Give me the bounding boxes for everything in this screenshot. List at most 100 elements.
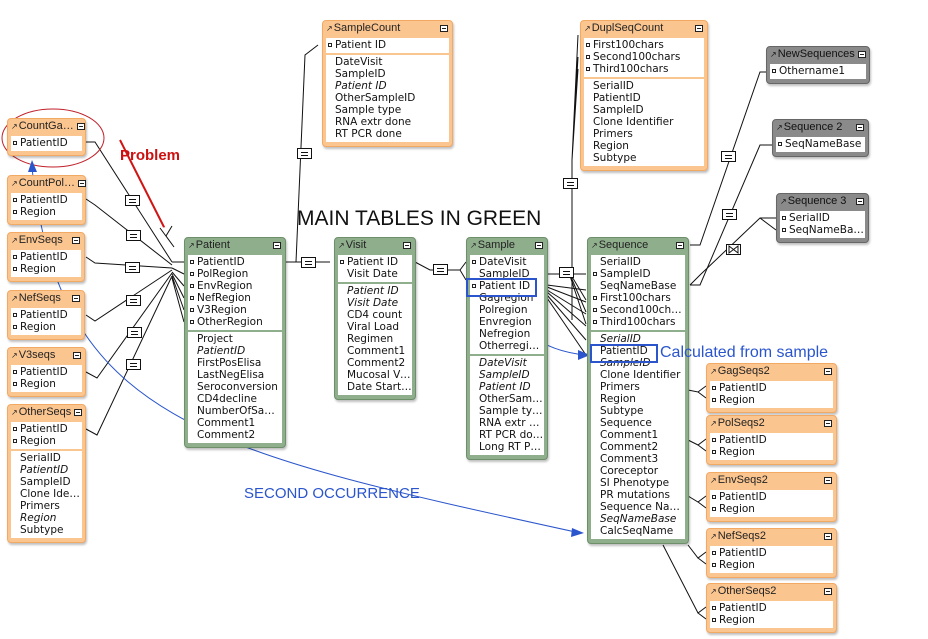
field[interactable]: PolRegion: [188, 268, 282, 280]
table-link-arrow-icon[interactable]: ↗: [770, 50, 777, 59]
field[interactable]: NefRegion: [188, 292, 282, 304]
field[interactable]: Sample type: [335, 104, 402, 116]
collapse-icon[interactable]: [403, 242, 411, 249]
field[interactable]: PatientID: [197, 345, 246, 357]
field[interactable]: LastNegElisa: [197, 369, 265, 381]
field[interactable]: Coreceptor: [600, 465, 659, 477]
field[interactable]: Second100chars: [584, 51, 704, 63]
equals-join-icon[interactable]: [721, 151, 736, 162]
field[interactable]: SampleID: [591, 268, 685, 280]
field[interactable]: Patient ID: [479, 381, 531, 393]
table-header[interactable]: ↗CountPol…: [11, 176, 86, 191]
field[interactable]: Region: [710, 394, 833, 406]
collapse-icon[interactable]: [74, 409, 83, 416]
table-header[interactable]: ↗Sequence 3: [780, 194, 865, 209]
field[interactable]: Seroconversion: [197, 381, 278, 393]
field[interactable]: Viral Load: [347, 321, 400, 333]
table-link-arrow-icon[interactable]: ↗: [710, 587, 717, 596]
field[interactable]: Sequence: [600, 417, 652, 429]
field[interactable]: Visit Date: [347, 268, 398, 280]
field[interactable]: PatientID: [11, 137, 82, 149]
table-link-arrow-icon[interactable]: ↗: [710, 419, 717, 428]
equals-join-icon[interactable]: [563, 178, 578, 189]
field[interactable]: Sequence Name: [600, 501, 685, 513]
field[interactable]: DateVisit: [335, 56, 383, 68]
field[interactable]: PatientID: [710, 491, 833, 503]
field[interactable]: DateVisit: [470, 256, 544, 268]
field[interactable]: RNA extr done: [335, 116, 412, 128]
table-header[interactable]: ↗CountGa…: [11, 119, 85, 134]
field[interactable]: Sample type: [479, 405, 544, 417]
collapse-icon[interactable]: [72, 237, 80, 244]
field[interactable]: Comment3: [600, 453, 659, 465]
field[interactable]: Primers: [593, 128, 633, 140]
table-link-arrow-icon[interactable]: ↗: [11, 179, 18, 188]
field[interactable]: RT PCR done: [479, 429, 544, 441]
table-link-arrow-icon[interactable]: ↗: [710, 532, 717, 541]
table-link-arrow-icon[interactable]: ↗: [338, 241, 345, 250]
table-link-arrow-icon[interactable]: ↗: [326, 24, 333, 33]
field[interactable]: PR mutations: [600, 489, 670, 501]
field[interactable]: FirstPosElisa: [197, 357, 262, 369]
field[interactable]: OtherRegion: [188, 316, 282, 328]
field[interactable]: Otherregi…: [479, 340, 540, 352]
field[interactable]: Comment1: [347, 345, 406, 357]
table-header[interactable]: ↗NefSeqs: [11, 291, 81, 306]
table-header[interactable]: ↗V3seqs: [11, 348, 82, 363]
field[interactable]: PatientID: [11, 309, 81, 321]
field[interactable]: CD4 count: [347, 309, 403, 321]
field[interactable]: Date Started: [347, 381, 412, 393]
equals-join-icon[interactable]: [126, 359, 141, 370]
table-link-arrow-icon[interactable]: ↗: [710, 367, 717, 376]
collapse-icon[interactable]: [535, 242, 543, 249]
table-header[interactable]: ↗NefSeqs2: [710, 529, 833, 544]
field[interactable]: RNA extr d…: [479, 417, 544, 429]
table-header[interactable]: ↗GagSeqs2: [710, 364, 833, 379]
collapse-icon[interactable]: [676, 242, 684, 249]
collapse-icon[interactable]: [856, 198, 864, 205]
field[interactable]: Visit Date: [347, 297, 399, 309]
collapse-icon[interactable]: [76, 123, 85, 130]
field[interactable]: PatientID: [710, 382, 833, 394]
field[interactable]: PatientID: [11, 251, 81, 263]
field[interactable]: Region: [710, 503, 833, 515]
table-header[interactable]: ↗Sequence 2: [776, 120, 865, 135]
field[interactable]: Subtype: [20, 524, 64, 536]
field[interactable]: Regimen: [347, 333, 394, 345]
collapse-icon[interactable]: [824, 588, 832, 595]
table-link-arrow-icon[interactable]: ↗: [584, 24, 591, 33]
field[interactable]: NumberOfSam…: [197, 405, 282, 417]
equals-join-icon[interactable]: [722, 209, 737, 220]
field[interactable]: Region: [11, 263, 81, 275]
field[interactable]: EnvRegion: [188, 280, 282, 292]
table-header[interactable]: ↗PolSeqs2: [710, 416, 833, 431]
equals-join-icon[interactable]: [125, 262, 140, 273]
field[interactable]: Clone Identifier: [593, 116, 674, 128]
field[interactable]: RT PCR done: [335, 128, 402, 140]
table-link-arrow-icon[interactable]: ↗: [188, 241, 195, 250]
equals-join-icon[interactable]: [125, 195, 140, 206]
field[interactable]: PatientID: [11, 423, 82, 435]
table-link-arrow-icon[interactable]: ↗: [11, 294, 18, 303]
table-header[interactable]: ↗Sample: [470, 238, 544, 253]
field[interactable]: SerialID: [600, 256, 641, 268]
collapse-icon[interactable]: [72, 295, 80, 302]
field[interactable]: Primers: [20, 500, 60, 512]
field[interactable]: Envregion: [479, 316, 532, 328]
table-header[interactable]: ↗Patient: [188, 238, 282, 253]
field[interactable]: Region: [710, 446, 833, 458]
field[interactable]: Subtype: [593, 152, 637, 164]
field[interactable]: SerialID: [20, 452, 61, 464]
